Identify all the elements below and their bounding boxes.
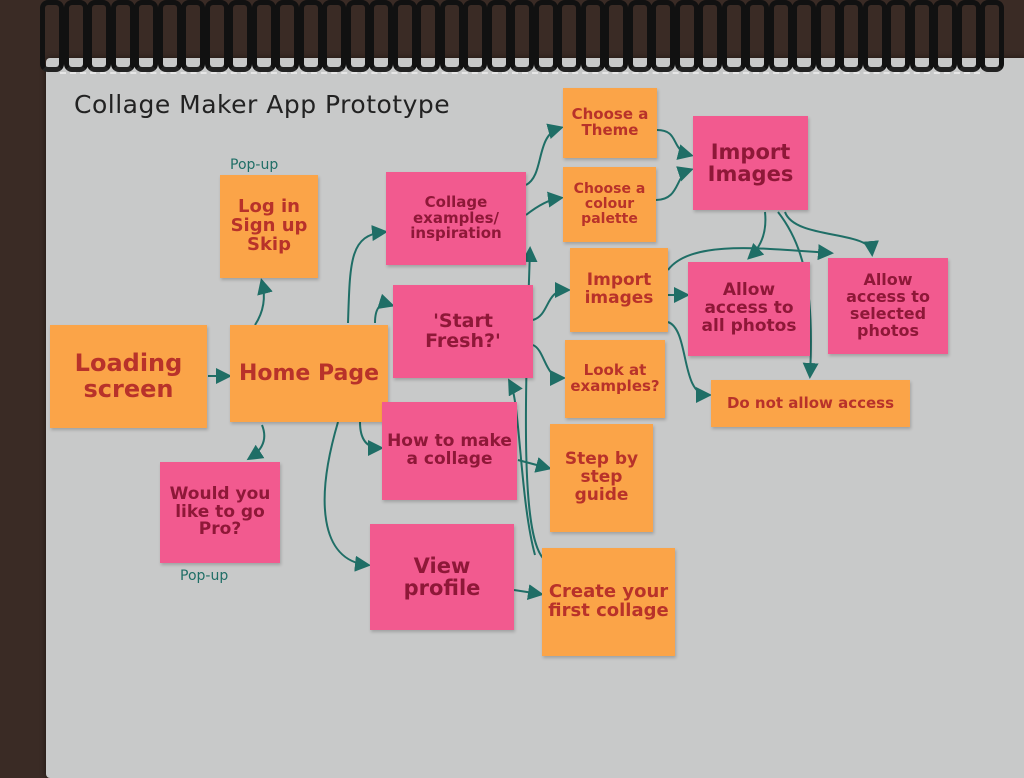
spiral-ring xyxy=(886,0,910,72)
note-do-not-allow: Do not allow access xyxy=(711,380,910,427)
note-go-pro: Would you like to go Pro? xyxy=(160,462,280,563)
spiral-ring xyxy=(275,0,299,72)
note-import-images-main: Import Images xyxy=(693,116,808,210)
spiral-ring xyxy=(63,0,88,72)
spiral-ring xyxy=(674,0,699,72)
spiral-ring xyxy=(533,0,558,72)
spiral-ring xyxy=(745,0,769,72)
spiral-ring xyxy=(768,0,793,72)
note-import-images: Import images xyxy=(570,248,668,332)
perforation-line xyxy=(60,72,980,74)
spiral-ring xyxy=(87,0,111,72)
note-allow-all-photos: Allow access to all photos xyxy=(688,262,810,356)
note-look-at-examples: Look at examples? xyxy=(565,340,665,418)
spiral-ring xyxy=(204,0,229,72)
spiral-ring xyxy=(110,0,135,72)
note-loading-screen: Loading screen xyxy=(50,325,207,428)
spiral-ring xyxy=(580,0,605,72)
spiral-ring xyxy=(181,0,205,72)
note-how-to-make: How to make a collage xyxy=(382,402,517,500)
spiral-ring xyxy=(416,0,440,72)
spiral-ring xyxy=(369,0,393,72)
spiral-ring xyxy=(721,0,746,72)
note-start-fresh: 'Start Fresh?' xyxy=(393,285,533,378)
spiral-ring xyxy=(956,0,981,72)
popup-label-pro: Pop-up xyxy=(180,568,229,584)
note-choose-palette: Choose a colour palette xyxy=(563,167,656,242)
note-login-signup-skip: Log in Sign up Skip xyxy=(220,175,318,278)
note-create-first-collage: Create your first collage xyxy=(542,548,675,656)
diagram-title: Collage Maker App Prototype xyxy=(74,90,451,119)
spiral-ring xyxy=(604,0,628,72)
spiral-ring xyxy=(463,0,487,72)
spiral-ring xyxy=(792,0,816,72)
spiral-ring xyxy=(557,0,581,72)
spiral-ring xyxy=(933,0,957,72)
spiral-ring xyxy=(251,0,276,72)
spiral-ring xyxy=(40,0,64,72)
spiral-ring xyxy=(157,0,182,72)
spiral-ring xyxy=(862,0,887,72)
spiral-ring xyxy=(815,0,840,72)
note-home-page: Home Page xyxy=(230,325,388,422)
spiral-ring xyxy=(439,0,464,72)
spiral-ring xyxy=(228,0,252,72)
spiral-ring xyxy=(839,0,863,72)
spiral-ring xyxy=(298,0,323,72)
spiral-ring xyxy=(510,0,534,72)
spiral-ring xyxy=(627,0,652,72)
note-allow-selected-photos: Allow access to selected photos xyxy=(828,258,948,354)
spiral-ring xyxy=(322,0,346,72)
spiral-ring xyxy=(486,0,511,72)
note-step-by-step: Step by step guide xyxy=(550,424,653,532)
spiral-ring xyxy=(651,0,675,72)
spiral-ring xyxy=(134,0,158,72)
spiral-ring xyxy=(345,0,370,72)
spiral-ring xyxy=(909,0,934,72)
popup-label-login: Pop-up xyxy=(230,157,279,173)
note-view-profile: View profile xyxy=(370,524,514,630)
spiral-ring xyxy=(980,0,1004,72)
note-collage-examples: Collage examples/ inspiration xyxy=(386,172,526,265)
note-choose-theme: Choose a Theme xyxy=(563,88,657,158)
spiral-ring xyxy=(698,0,722,72)
spiral-ring xyxy=(392,0,417,72)
